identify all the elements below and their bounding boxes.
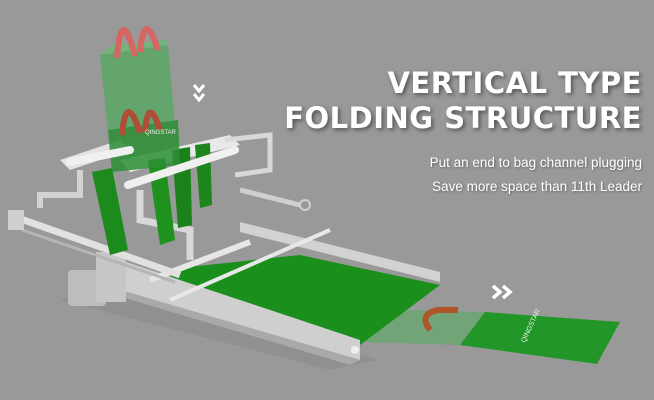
headline: VERTICAL TYPE FOLDING STRUCTURE (284, 66, 642, 136)
chevron-right-icon (490, 284, 516, 300)
headline-line-1: VERTICAL TYPE (387, 66, 642, 100)
subtitle: Put an end to bag channel plugging Save … (430, 151, 642, 199)
headline-line-2: FOLDING STRUCTURE (284, 101, 642, 135)
vertical-bag: QINGSTAR (100, 26, 180, 172)
chevron-down-icon (192, 82, 206, 106)
subtitle-line-2: Save more space than 11th Leader (432, 179, 642, 194)
svg-text:QINGSTAR: QINGSTAR (145, 130, 177, 136)
subtitle-line-1: Put an end to bag channel plugging (429, 155, 642, 170)
